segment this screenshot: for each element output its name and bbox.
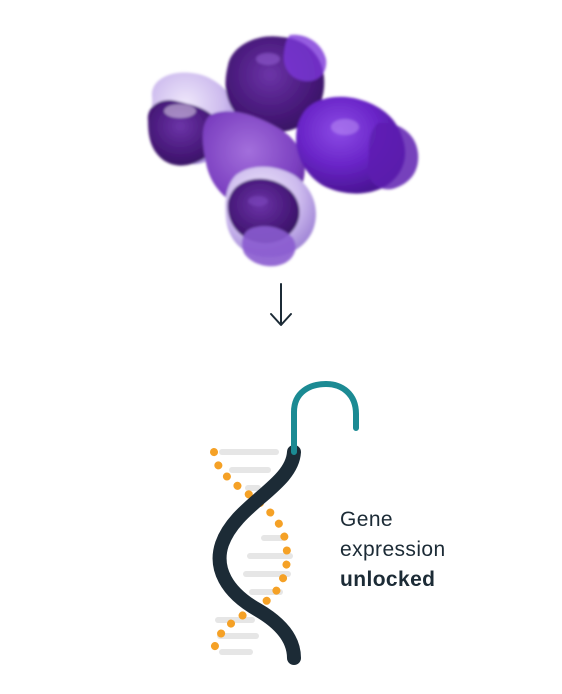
protein-structure-icon: [140, 25, 430, 270]
caption-line-gene: Gene: [340, 508, 393, 531]
caption: Gene expression unlocked: [340, 505, 550, 595]
caption-line-unlocked: unlocked: [340, 568, 436, 591]
dna-helix-icon: [196, 378, 376, 670]
arrow-down-icon: [266, 282, 296, 328]
caption-line-expression: expression: [340, 538, 446, 561]
